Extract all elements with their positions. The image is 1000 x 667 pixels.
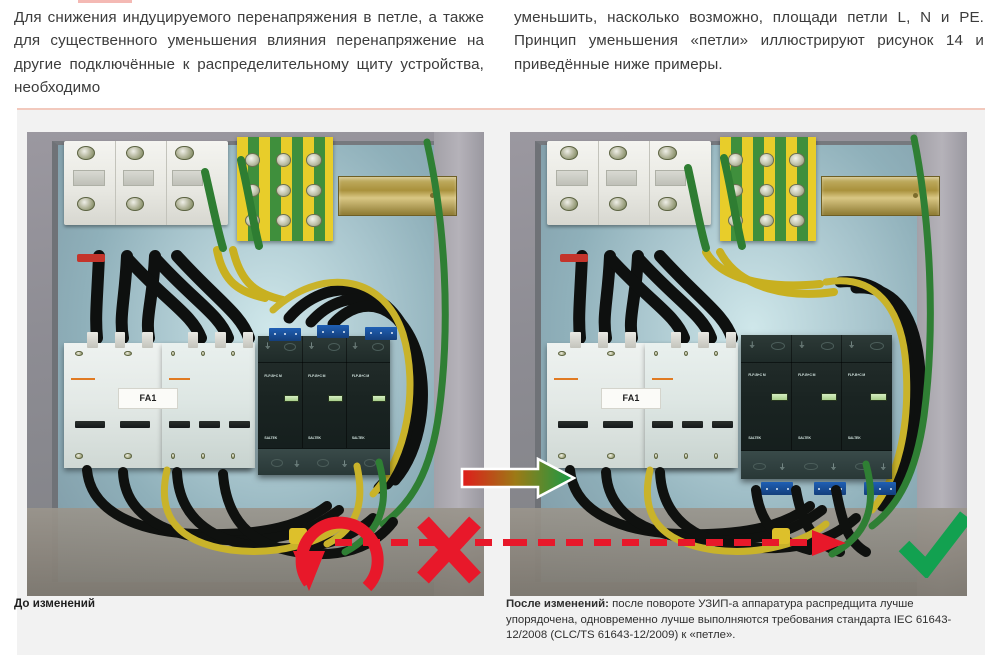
caption-before: До изменений: [14, 597, 96, 610]
paragraph-left: Для снижения индуцируемого перенапряжени…: [14, 9, 484, 97]
red-cable-cap: [560, 254, 588, 263]
terminal-housing-top: [63, 141, 229, 225]
din-rail: [337, 176, 457, 216]
terminal-housing-top: [546, 141, 712, 225]
photo-after: FA1 ⏚ ⏚ ⏚ F: [510, 132, 967, 596]
spd-module-after: ⏚ ⏚ ⏚ FLP-B+C M FLP-B+C M FLP-B+C M SALT…: [740, 335, 892, 480]
figure-captions: До изменений После изменений: после пово…: [0, 597, 1000, 644]
section-divider: [17, 108, 985, 110]
caption-after: После изменений: после повороте УЗИП-а а…: [506, 597, 986, 644]
spd-blue-connector: [365, 326, 398, 340]
cabinet-floor: [510, 507, 967, 596]
figure-panel: FA1 ⏚ ⏚ ⏚: [17, 110, 985, 655]
paragraph-right: уменьшить, насколько возможно, площади п…: [514, 9, 984, 73]
earth-terminal-block: [720, 136, 817, 242]
photo-before: FA1 ⏚ ⏚ ⏚: [27, 132, 484, 596]
page-top-artifact: [78, 0, 132, 3]
breaker-label-fa1: FA1: [118, 388, 178, 409]
cabinet-floor: [27, 507, 484, 596]
caption-right-wrap: После изменений: после повороте УЗИП-а а…: [506, 597, 986, 644]
caption-after-body: после повороте УЗИП-а аппаратура распред…: [506, 598, 952, 642]
spd-blue-connector: [317, 325, 350, 338]
article-text-columns: Для снижения индуцируемого перенапряжени…: [0, 0, 1000, 100]
text-column-left: Для снижения индуцируемого перенапряжени…: [14, 6, 484, 100]
text-column-right: уменьшить, насколько возможно, площади п…: [514, 6, 984, 100]
loop-line-after: [510, 539, 825, 546]
earth-terminal-block: [237, 136, 334, 242]
loop-line-before: [335, 539, 513, 546]
spd-blue-connector: [864, 482, 897, 496]
cabinet-body: FA1 ⏚ ⏚ ⏚ F: [510, 132, 967, 596]
spd-blue-connector: [761, 482, 794, 496]
breaker-label-fa1: FA1: [601, 388, 661, 409]
caption-left-wrap: До изменений: [14, 597, 484, 644]
din-rail: [820, 176, 940, 216]
cabinet-body: FA1 ⏚ ⏚ ⏚: [27, 132, 484, 596]
red-cable-cap: [77, 254, 105, 263]
spd-blue-connector: [813, 482, 846, 496]
spd-module-before: ⏚ ⏚ ⏚ FLP-B+C M FLP-B+C M FLP-B+C M SALT…: [257, 336, 391, 476]
caption-after-lead: После изменений:: [506, 598, 609, 610]
spd-blue-connector: [269, 327, 302, 341]
